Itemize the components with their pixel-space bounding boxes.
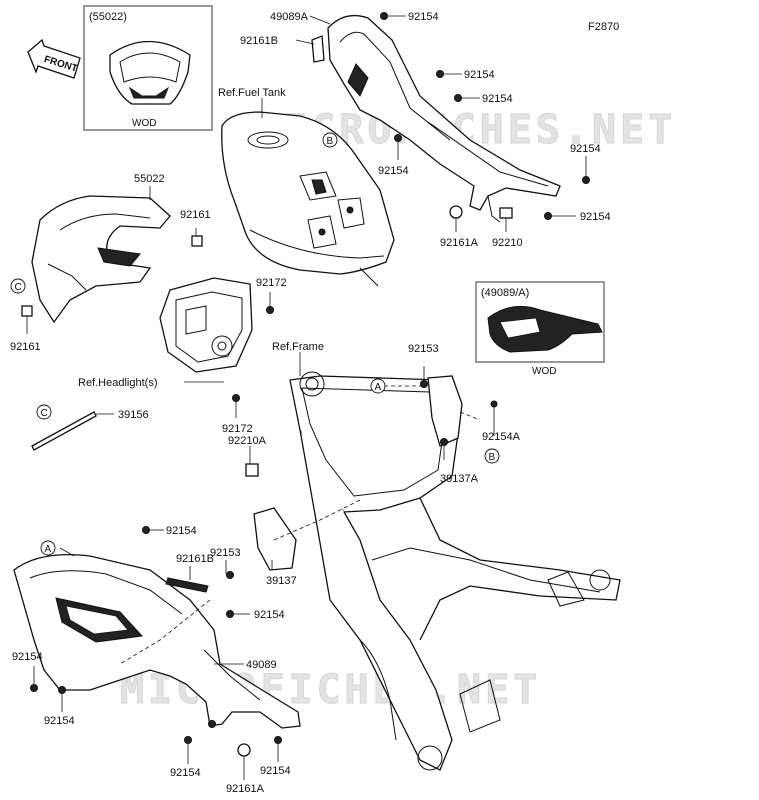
label-92161-b: 92161 [10, 341, 41, 353]
variant-box-left-title: (55022) [89, 11, 127, 23]
label-92161A-top: 92161A [440, 237, 479, 249]
label-92154-b2: 92154 [260, 765, 291, 777]
label-92154-t4: 92154 [378, 165, 409, 177]
marker-c-upper-label: C [15, 282, 22, 293]
label-92154-l3: 92154 [12, 651, 43, 663]
label-92172-a: 92172 [256, 277, 287, 289]
marker-b-lower: B [484, 448, 500, 464]
ref-fuel-tank: Ref.Fuel Tank [218, 87, 286, 99]
variant-box-right-caption: WOD [532, 366, 556, 377]
label-92154-t6: 92154 [580, 211, 611, 223]
diagram-code: F2870 [588, 21, 619, 33]
label-92172-b: 92172 [222, 423, 253, 435]
strip-92161B [165, 577, 209, 593]
headlight-cowl-55022 [31, 195, 171, 324]
marker-b-upper-label: B [327, 136, 334, 147]
label-92153-low: 92153 [210, 547, 241, 559]
label-49089A: 49089A [270, 11, 309, 23]
headlight-assembly [159, 277, 253, 373]
fuel-tank [221, 111, 395, 287]
marker-a-lower-label: A [45, 544, 52, 555]
ref-headlight: Ref.Headlight(s) [78, 377, 157, 389]
label-49089: 49089 [246, 659, 277, 671]
variant-box-55022: (55022) WOD [83, 5, 213, 131]
front-arrow-icon: FRONT [27, 38, 81, 79]
ref-frame: Ref.Frame [272, 341, 324, 353]
label-92154-t3: 92154 [482, 93, 513, 105]
label-92154-l4: 92154 [44, 715, 75, 727]
marker-a-upper: A [370, 378, 386, 394]
frame [289, 371, 621, 771]
label-92154-b1: 92154 [170, 767, 201, 779]
cable-39156 [31, 411, 97, 451]
label-92161B-top: 92161B [240, 35, 278, 47]
label-92154-t2: 92154 [464, 69, 495, 81]
marker-a-lower: A [40, 540, 56, 556]
label-55022: 55022 [134, 173, 165, 185]
variant-box-right-title: (49089/A) [481, 287, 529, 299]
label-39156: 39156 [118, 409, 149, 421]
variant-box-left-caption: WOD [132, 118, 156, 129]
label-92161A-low: 92161A [226, 783, 265, 795]
label-39137A: 39137A [440, 473, 479, 485]
variant-box-49089A: (49089/A) WOD [475, 281, 605, 377]
label-92154-t1: 92154 [408, 11, 439, 23]
bracket-39137 [253, 507, 297, 571]
label-92210A: 92210A [228, 435, 267, 447]
bracket-39137A [427, 375, 463, 447]
shroud-49089 [13, 553, 301, 729]
label-92154A: 92154A [482, 431, 521, 443]
marker-c-lower-label: C [41, 408, 48, 419]
fasteners [21, 12, 590, 757]
marker-a-upper-label: A [375, 382, 382, 393]
marker-b-upper: B [322, 132, 338, 148]
marker-c-upper: C [10, 278, 26, 294]
leader-lines [26, 15, 587, 780]
label-92154-t5: 92154 [570, 143, 601, 155]
marker-c-lower: C [36, 404, 52, 420]
label-39137: 39137 [266, 575, 297, 587]
label-92161-a: 92161 [180, 209, 211, 221]
label-92154-l2: 92154 [254, 609, 285, 621]
label-92210: 92210 [492, 237, 523, 249]
label-92153-top: 92153 [408, 343, 439, 355]
label-92161B-low: 92161B [176, 553, 214, 565]
label-92154-l1: 92154 [166, 525, 197, 537]
shroud-49089A [327, 14, 561, 223]
marker-b-lower-label: B [489, 452, 496, 463]
